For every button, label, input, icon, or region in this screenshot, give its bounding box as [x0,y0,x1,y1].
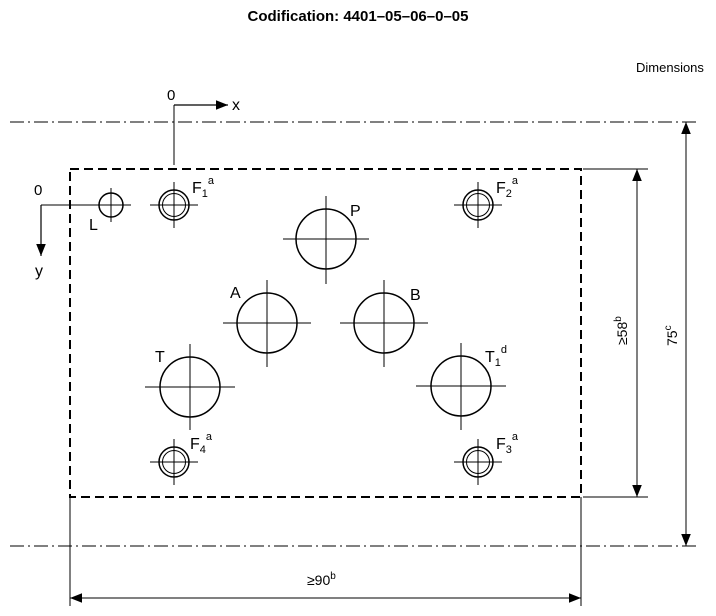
dimensions-label: Dimensions [636,60,704,75]
x-axis-label: x [232,97,240,114]
diagram-title: Codification: 4401–05–06–0–05 [247,8,469,25]
port-b: B [340,280,428,367]
width-dimension: ≥90b [69,497,582,606]
port-t: T [145,344,235,430]
port-t-label: T [155,349,165,366]
height-dimension-label: ≥58b [613,316,630,345]
surface-outline [69,168,582,498]
port-f1-label: F1a [192,175,215,200]
outer-dimension: 75c [663,122,691,546]
outer-dimension-label: 75c [663,325,680,346]
port-l: L [89,188,131,234]
port-a-label: A [230,285,241,302]
port-f4-label: F4a [190,431,213,456]
port-p: P [283,196,369,284]
port-l-label: L [89,217,98,234]
port-f3-label: F3a [496,431,519,456]
port-t1: T1d [416,343,507,430]
port-f4: F4a [150,431,213,485]
port-b-label: B [410,287,421,304]
port-p-label: P [350,203,361,220]
y-origin-label: 0 [34,182,42,199]
height-dimension: ≥58b [583,168,648,498]
y-axis: 0 y [34,182,100,280]
port-t1-label: T1d [485,344,507,369]
port-f3: F3a [454,431,519,485]
port-f1: F1a [150,175,215,228]
x-axis: 0 x [167,87,240,165]
width-dimension-label: ≥90b [307,571,336,588]
port-f2-label: F2a [496,175,519,200]
y-axis-label: y [35,263,43,280]
port-f2: F2a [454,175,519,228]
x-origin-label: 0 [167,87,175,104]
port-a: A [223,280,311,367]
